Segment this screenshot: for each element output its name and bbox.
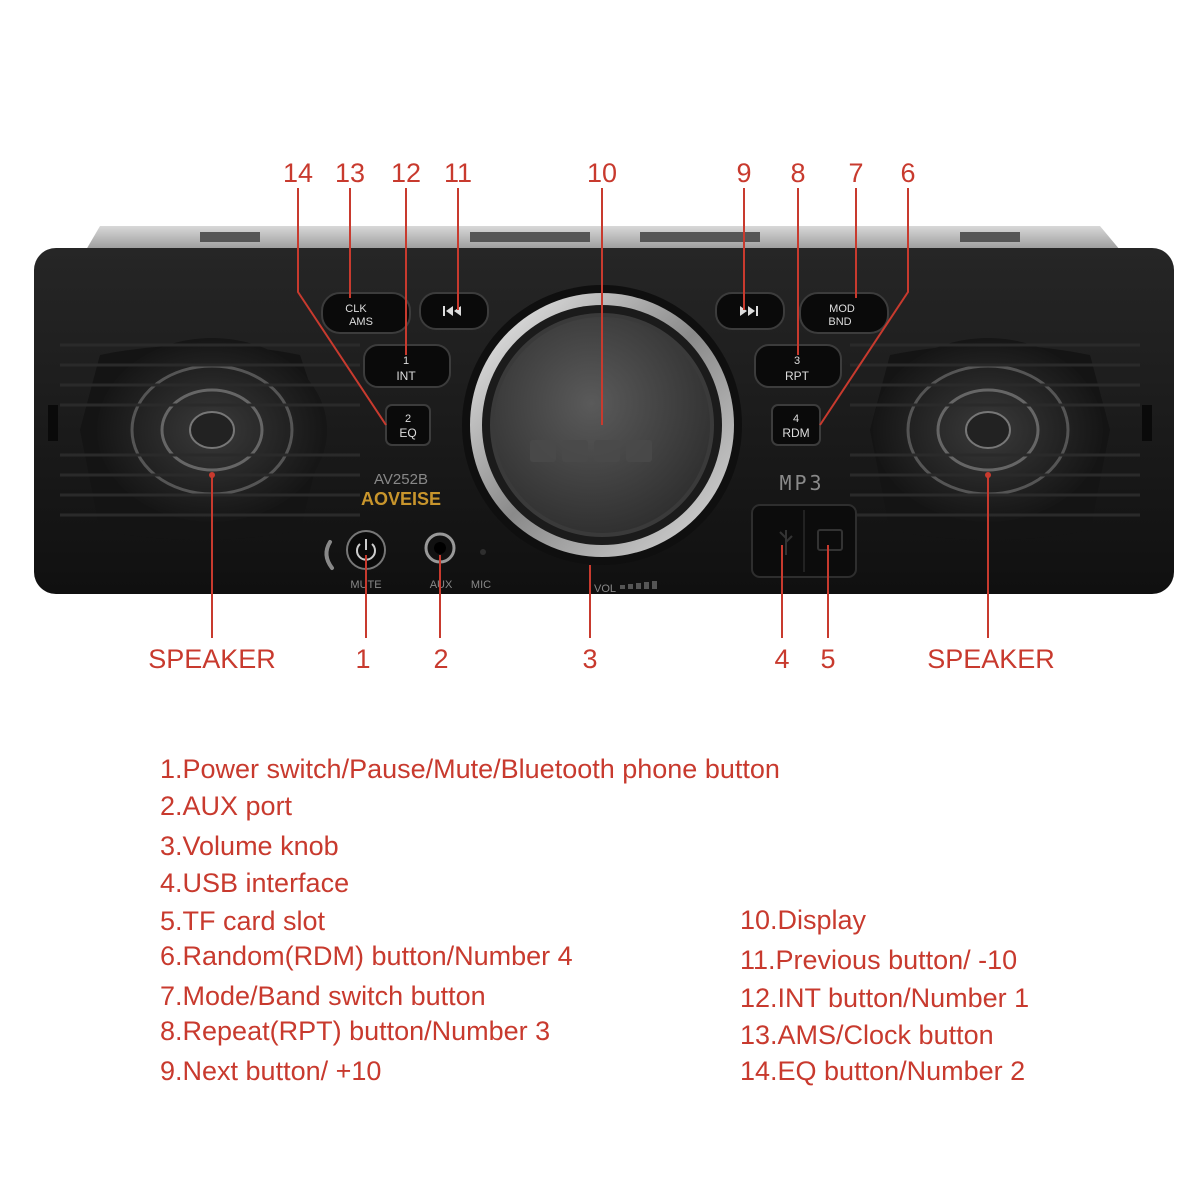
mp3-logo: MP3 [779,471,824,495]
mod-bnd-label-1: MOD [829,303,855,315]
mic-hole [480,549,486,555]
legend-item-7: 7.Mode/Band switch button [160,981,486,1011]
callout-speaker-right: SPEAKER [927,644,1055,674]
phone-icon [324,540,334,570]
legend-item-12: 12.INT button/Number 1 [740,983,1030,1013]
legend-item-14: 14.EQ button/Number 2 [740,1056,1026,1086]
eq-label-number: 2 [405,413,411,425]
rdm-label-text: RDM [782,426,809,440]
int-label-text: INT [396,369,416,383]
callout-6: 6 [900,158,915,188]
usb-icon [779,530,793,555]
tf-card-icon [817,529,843,551]
previous-track-icon [443,306,461,316]
rdm-button[interactable]: 4 RDM [771,404,821,446]
rdm-label-number: 4 [793,413,799,425]
int-button[interactable]: 1 INT [363,344,451,388]
legend-item-2: 2.AUX port [160,791,293,821]
callout-8: 8 [790,158,805,188]
callout-13: 13 [335,158,365,188]
right-speaker-grill [850,338,1140,540]
clk-ams-button[interactable]: CLK AMS [321,292,411,334]
model-label: AV252B [374,471,428,488]
legend-item-5: 5.TF card slot [160,906,326,936]
right-clip [1142,405,1152,441]
brand-logo: AOVEISE [361,489,441,509]
callout-2: 2 [433,644,448,674]
previous-button[interactable] [419,292,489,330]
callout-dots [209,472,991,478]
int-label-number: 1 [403,355,409,367]
callout-5: 5 [820,644,835,674]
callout-10: 10 [587,158,617,188]
clk-ams-label-1: CLK [345,303,367,315]
mod-bnd-label-2: BND [828,316,851,328]
aux-label: AUX [430,579,453,591]
rpt-button[interactable]: 3 RPT [754,344,842,388]
power-mute-button[interactable] [346,530,386,570]
eq-button[interactable]: 2 EQ [385,404,431,446]
legend-item-8: 8.Repeat(RPT) button/Number 3 [160,1016,551,1046]
next-button[interactable] [715,292,785,330]
legend-item-6: 6.Random(RDM) button/Number 4 [160,941,573,971]
legend-item-1: 1.Power switch/Pause/Mute/Bluetooth phon… [160,754,780,784]
left-speaker-grill [60,338,360,540]
legend-item-13: 13.AMS/Clock button [740,1020,994,1050]
vol-scale [620,581,657,589]
callout-12: 12 [391,158,421,188]
callout-11: 11 [444,158,472,188]
clk-ams-label-2: AMS [349,316,373,328]
eq-label-text: EQ [399,426,416,440]
rpt-label-number: 3 [794,355,800,367]
legend-item-4: 4.USB interface [160,868,350,898]
mic-label: MIC [471,579,491,591]
usb-tf-cover[interactable] [751,504,857,578]
next-track-icon [740,306,758,316]
legend-item-10: 10.Display [740,905,867,935]
callout-9: 9 [736,158,751,188]
display-segments [530,440,652,462]
callout-4: 4 [774,644,789,674]
mod-bnd-button[interactable]: MOD BND [799,292,889,334]
vol-label: VOL [594,583,616,595]
callout-14: 14 [283,158,313,188]
callout-lines [211,188,989,638]
callout-7: 7 [848,158,863,188]
callout-3: 3 [582,644,597,674]
callout-speaker-left: SPEAKER [148,644,276,674]
callout-1: 1 [355,644,370,674]
legend-item-9: 9.Next button/ +10 [160,1056,382,1086]
legend-item-11: 11.Previous button/ -10 [740,945,1018,975]
rpt-label-text: RPT [785,369,810,383]
top-callout-labels: 14 13 12 11 10 9 8 7 6 [283,158,916,188]
bottom-callout-labels: SPEAKER 1 2 3 4 5 SPEAKER [148,644,1055,674]
left-clip [48,405,58,441]
legend-item-3: 3.Volume knob [160,831,339,861]
